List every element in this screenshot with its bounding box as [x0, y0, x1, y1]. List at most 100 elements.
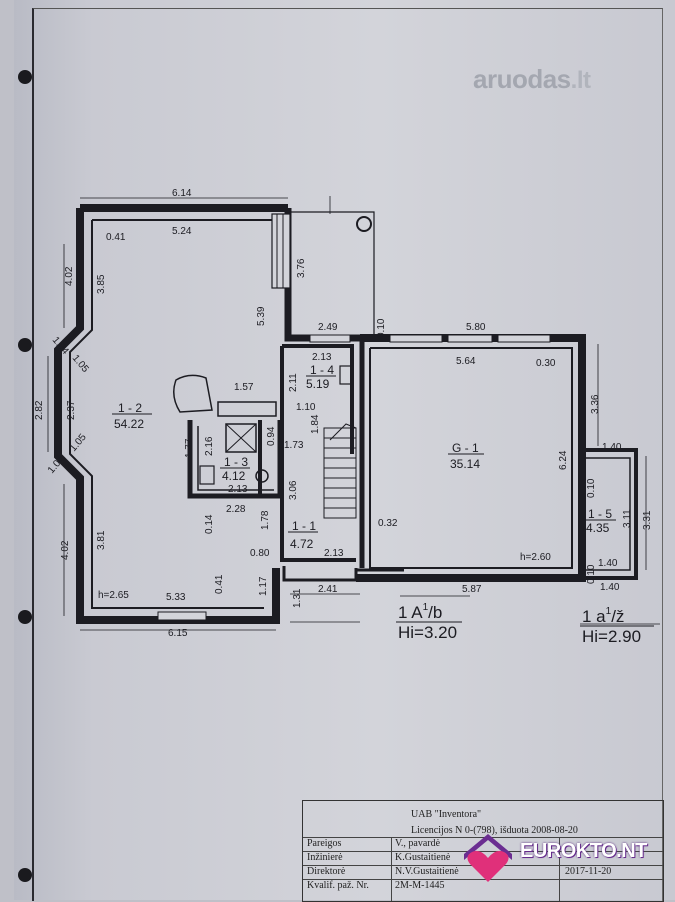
- boiler: [339, 365, 353, 385]
- exterior-wall: [54, 204, 288, 624]
- dim-label: 2.13: [324, 548, 344, 559]
- room-area: 35.14: [450, 457, 480, 471]
- window: [497, 334, 551, 343]
- dim-label: 1.05: [70, 353, 91, 375]
- brand-text: EUROKTO.NT: [520, 840, 647, 862]
- room-id: 1 - 3: [224, 455, 248, 469]
- dim-label: 1.77: [184, 438, 195, 458]
- dim-label: 2.13: [312, 352, 332, 363]
- title-block: UAB "Inventora" Licencijos N 0-(798), iš…: [302, 800, 664, 902]
- dim-label: 1.78: [260, 510, 271, 530]
- dim-label: 0.10: [586, 564, 597, 584]
- dim-label: 1.57: [234, 382, 254, 393]
- dim-label: 3.36: [590, 394, 601, 414]
- room-id: 1 - 2: [118, 401, 142, 415]
- shower-tray: [225, 423, 257, 453]
- company-name: UAB "Inventora": [411, 809, 482, 820]
- drawing-sheet: [14, 0, 675, 900]
- storage-inner: [586, 457, 631, 571]
- column: [356, 216, 372, 232]
- dim-label: 5.87: [462, 584, 482, 595]
- svg-text:1 a1/ž: 1 a1/ž: [582, 606, 624, 626]
- wc-inner: [197, 426, 274, 491]
- svg-text:1 A1/b: 1 A1/b: [398, 602, 442, 622]
- dim-label: 0.14: [204, 514, 215, 534]
- dim-label: 3.76: [296, 258, 307, 278]
- dim-label: 5.39: [256, 306, 267, 326]
- binder-hole: [18, 70, 32, 84]
- window: [447, 334, 493, 343]
- height-living: h=2.65: [98, 590, 129, 601]
- room-id: 1 - 1: [292, 519, 316, 533]
- binder-hole: [18, 338, 32, 352]
- title-row: Kvalif. paž. Nr.2M-M-1445: [303, 879, 663, 893]
- dim-label: 0.30: [536, 358, 556, 369]
- interior-wall: [69, 219, 288, 609]
- dim-label: 6.14: [172, 188, 192, 199]
- dim-label: 3.31: [642, 510, 653, 530]
- dim-label: 1.73: [284, 440, 304, 451]
- window: [271, 213, 291, 289]
- dim-label: 2.41: [318, 584, 338, 595]
- dim-label: 2.37: [66, 400, 77, 420]
- dim-label: 5.24: [172, 226, 192, 237]
- dim-label: 4.02: [60, 540, 71, 560]
- storage-wall: [584, 448, 638, 580]
- shower-cross: [225, 423, 257, 453]
- level-main: 1 A1/b Hi=3.20: [396, 602, 462, 642]
- garage-inner: [369, 347, 573, 569]
- dim-label: 3.11: [622, 509, 633, 528]
- svg-text:Hi=2.90: Hi=2.90: [582, 627, 641, 646]
- dim-label: 1.17: [258, 576, 269, 596]
- dim-label: 0.41: [106, 232, 126, 243]
- room14-wall: [280, 344, 354, 454]
- fireplace: [173, 374, 213, 413]
- room-area: 54.22: [114, 417, 144, 431]
- room-id: 1 - 4: [310, 363, 334, 377]
- dim-label: 1.10: [296, 402, 316, 413]
- dim-label: 2.16: [204, 436, 215, 456]
- drawing-frame: [32, 8, 663, 901]
- level-annex: 1 a1/ž Hi=2.90: [580, 606, 654, 646]
- logo-tld: .lt: [570, 67, 591, 94]
- room-area: 4.12: [222, 469, 246, 483]
- window: [389, 334, 443, 343]
- toilet-bowl: [255, 469, 269, 483]
- dim-label: 0.94: [266, 426, 277, 446]
- dim-label: 0.32: [378, 518, 398, 529]
- dim-label: 3.85: [96, 274, 107, 294]
- dim-label: 0.10: [376, 318, 387, 338]
- room-area: 5.19: [306, 377, 330, 391]
- room-1-4: 1 - 4 5.19: [306, 363, 336, 391]
- binder-hole: [18, 610, 32, 624]
- license-line: Licencijos N 0-(798), išduota 2008-08-20: [411, 825, 578, 836]
- dim-label: 6.15: [168, 628, 188, 639]
- dim-label: 0.10: [586, 478, 597, 498]
- dim-label: 3.06: [288, 480, 299, 500]
- terrace-wall: [288, 211, 375, 338]
- kitchen-counter: [217, 401, 277, 417]
- room-1-5: 1 - 5 4.35: [584, 507, 616, 535]
- room-id: 1 - 5: [588, 507, 612, 521]
- sink: [199, 465, 215, 485]
- dim-label: 2.82: [34, 400, 45, 420]
- window: [157, 611, 207, 621]
- room-1-2: 1 - 2 54.22: [112, 401, 152, 431]
- room-g-1: G - 1 35.14: [448, 441, 484, 471]
- room-area: 4.35: [586, 521, 610, 535]
- room-1-3: 1 - 3 4.12: [220, 455, 250, 483]
- binder-hole: [18, 868, 32, 882]
- dim-label: 4.02: [64, 266, 75, 286]
- dim-label: 2.28: [226, 504, 246, 515]
- dim-label: 5.33: [166, 592, 186, 603]
- dim-label: 5.80: [466, 322, 486, 333]
- room-id: G - 1: [452, 441, 479, 455]
- height-garage: h=2.60: [520, 552, 551, 563]
- dim-label: 2.13: [228, 484, 248, 495]
- dim-label: 1.40: [598, 558, 618, 569]
- eurokto-watermark: EUROKTO.NT: [458, 826, 663, 886]
- entrance-wall: [282, 566, 404, 582]
- dim-label: 5.64: [456, 356, 476, 367]
- dim-label: 3.81: [96, 530, 107, 550]
